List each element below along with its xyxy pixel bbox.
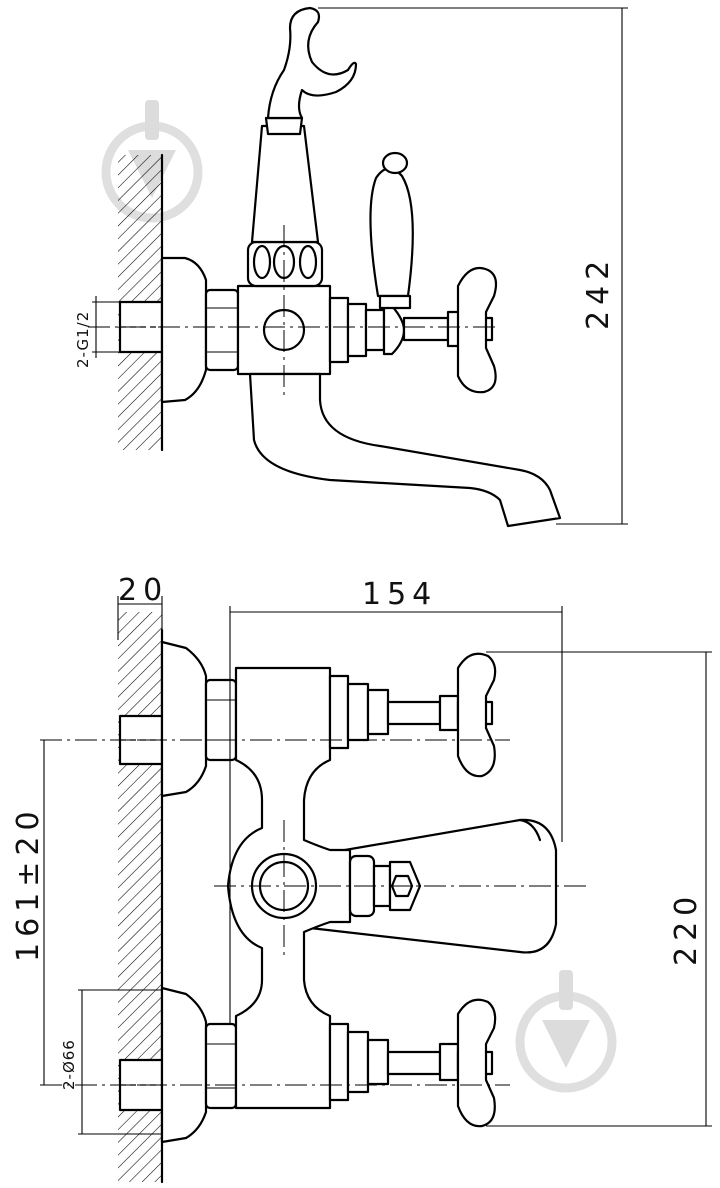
valve-upper-ring — [328, 674, 350, 750]
valve-lower-ring — [328, 1022, 350, 1102]
flange-upper — [160, 640, 208, 798]
dimension-height-side: 242 — [581, 255, 616, 330]
dimension-total-width: 154 — [362, 577, 437, 612]
cross-handle-upper — [456, 652, 497, 778]
lever-handle — [369, 167, 414, 298]
dimension-wall-offset: 20 — [118, 573, 168, 608]
spout — [248, 372, 562, 528]
wall-flange — [160, 256, 208, 404]
hose-coupling — [246, 240, 324, 288]
cross-handle-lower — [456, 998, 497, 1128]
valve-ring — [328, 296, 350, 364]
dimension-thread: 2-G1/2 — [74, 311, 92, 368]
dimension-flange-diameter: 2-Ø66 — [60, 1039, 78, 1090]
watermark-logo-icon — [515, 970, 617, 1093]
cross-handle — [456, 266, 498, 394]
side-view: 242 2-G1/2 — [74, 6, 628, 528]
hex-nut-lower — [204, 1022, 238, 1110]
dimension-total-height: 220 — [669, 891, 704, 966]
front-view: 20 154 161±20 2-Ø66 220 — [11, 573, 712, 1184]
hex-nut-upper — [204, 678, 238, 762]
shower-holder — [250, 124, 320, 244]
flange-lower — [160, 986, 208, 1144]
dimension-center-distance: 161±20 — [11, 805, 46, 962]
hook-icon — [266, 6, 358, 120]
hex-nut — [204, 288, 240, 372]
